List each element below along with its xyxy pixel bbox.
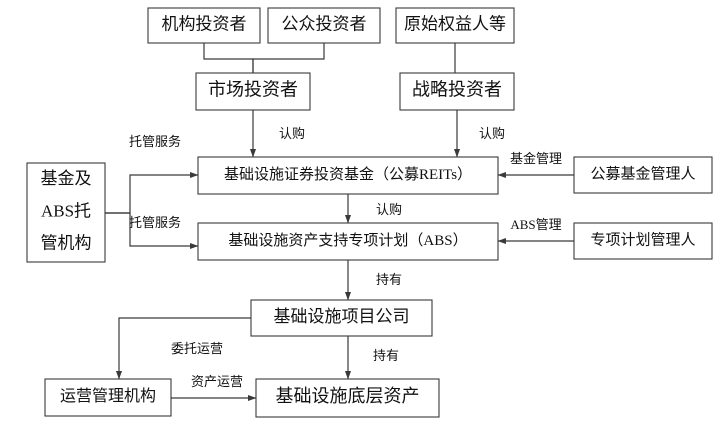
edge-line [105,171,199,214]
node-label: 战略投资者 [412,80,502,100]
node-box[interactable] [395,7,515,44]
node-label: 运营管理机构 [60,387,156,405]
node-label: ABS托 [41,201,91,220]
node-underlying[interactable]: 基础设施底层资产 [255,378,440,418]
edge-label: 认购 [376,202,402,217]
node-box[interactable] [573,156,713,194]
node-label: 基础设施资产支持专项计划（ABS） [228,232,467,249]
node-label: 基础设施底层资产 [276,386,420,406]
node-box[interactable] [26,162,106,263]
node-market_investor[interactable]: 市场投资者 [195,72,311,111]
node-box[interactable] [197,222,499,261]
node-label: 管机构 [41,234,92,253]
node-project_company[interactable]: 基础设施项目公司 [250,299,433,337]
node-box[interactable] [399,72,515,111]
edge-e-abs-project: 持有 [344,260,402,301]
node-fund_manager[interactable]: 公募基金管理人 [573,156,713,194]
edge-e-public-market [252,43,325,73]
edge-label: 认购 [479,126,505,141]
edge-label: 认购 [279,126,305,141]
edge-e-fund-abs: 认购 [344,194,402,224]
edge-label: 委托运营 [171,341,223,356]
node-label: 机构投资者 [162,14,247,33]
edges-layer: 认购认购托管服务托管服务认购基金管理ABS管理持有委托运营持有资产运营 [105,43,574,402]
node-label: 原始权益人等 [404,14,506,33]
edge-e-operator-underlying: 资产运营 [171,374,257,402]
edge-e-custodian-fund: 托管服务 [105,134,199,214]
node-label: 基础设施项目公司 [274,307,410,326]
node-label: 基础设施证券投资基金（公募REITs） [224,166,472,183]
edge-label: 托管服务 [129,134,181,149]
node-abs_manager[interactable]: 专项计划管理人 [573,222,713,260]
edge-e-market-fund: 认购 [249,110,305,158]
edge-e-absmgr-abs: ABS管理 [497,217,574,245]
node-label: 基金及 [41,169,92,188]
edge-e-strat-fund: 认购 [453,110,505,158]
node-box[interactable] [195,72,311,111]
edge-label: ABS管理 [510,217,561,232]
node-box[interactable] [197,156,499,195]
node-box[interactable] [250,299,433,337]
node-public_investor[interactable]: 公众投资者 [267,7,381,44]
edge-e-custodian-abs: 托管服务 [105,212,199,250]
node-label: 公募基金管理人 [590,165,695,182]
node-box[interactable] [147,7,261,44]
edge-e-inst-market [203,43,254,73]
edge-line [115,317,251,380]
node-box[interactable] [255,378,440,418]
nodes-layer: 机构投资者公众投资者原始权益人等市场投资者战略投资者基金及ABS托管机构基础设施… [26,7,713,418]
edge-label: 资产运营 [191,374,243,389]
node-label: 公众投资者 [282,14,367,33]
node-label: 专项计划管理人 [590,231,695,248]
node-box[interactable] [44,378,172,417]
edge-label: 持有 [373,348,399,363]
node-strat_investor[interactable]: 战略投资者 [399,72,515,111]
edge-line [252,43,325,73]
edge-label: 托管服务 [129,215,181,230]
node-operator[interactable]: 运营管理机构 [44,378,172,417]
edge-label: 基金管理 [510,151,562,166]
node-originator[interactable]: 原始权益人等 [395,7,515,44]
edge-e-project-underlying: 持有 [344,336,399,380]
node-box[interactable] [267,7,381,44]
edge-e-fundmgr-fund: 基金管理 [497,151,574,179]
node-reits_fund[interactable]: 基础设施证券投资基金（公募REITs） [197,156,499,195]
edge-e-project-operator: 委托运营 [115,317,251,380]
node-inst_investor[interactable]: 机构投资者 [147,7,261,44]
node-abs_plan[interactable]: 基础设施资产支持专项计划（ABS） [197,222,499,261]
edge-line [105,212,199,250]
edge-label: 持有 [376,272,402,287]
node-label: 市场投资者 [208,80,298,100]
edge-line [203,43,254,73]
node-box[interactable] [573,222,713,260]
